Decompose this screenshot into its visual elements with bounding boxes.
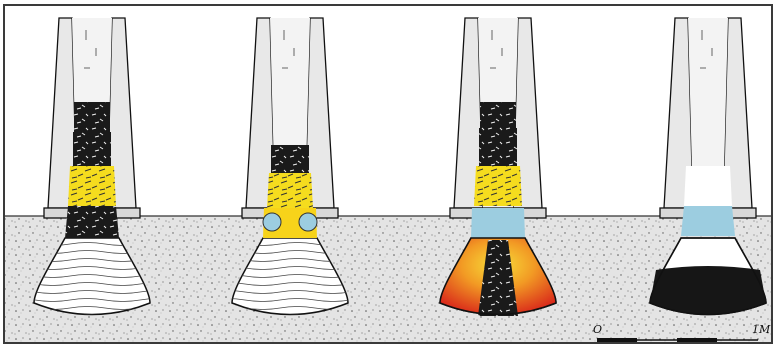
charcoal-layer <box>271 145 309 173</box>
burnt-charge <box>684 166 732 206</box>
charcoal-layer <box>479 128 517 166</box>
ore-charge <box>474 166 522 206</box>
iron-bloom <box>650 266 766 315</box>
slag-zone <box>471 208 525 238</box>
ore-charge <box>267 173 313 208</box>
ore-charge <box>68 166 116 206</box>
scale-bar-segment <box>677 338 717 342</box>
charcoal-layer <box>480 102 516 128</box>
charcoal-layer <box>65 206 119 238</box>
charcoal-layer <box>74 102 110 132</box>
slag-layer <box>681 206 735 236</box>
scale-bar-start-label: O <box>593 323 602 336</box>
tuyere-left <box>263 213 281 231</box>
scale-bar-end-label: 1M <box>752 323 771 336</box>
tuyere-right <box>299 213 317 231</box>
charcoal-layer <box>73 132 111 166</box>
scale-bar-segment <box>597 338 637 342</box>
